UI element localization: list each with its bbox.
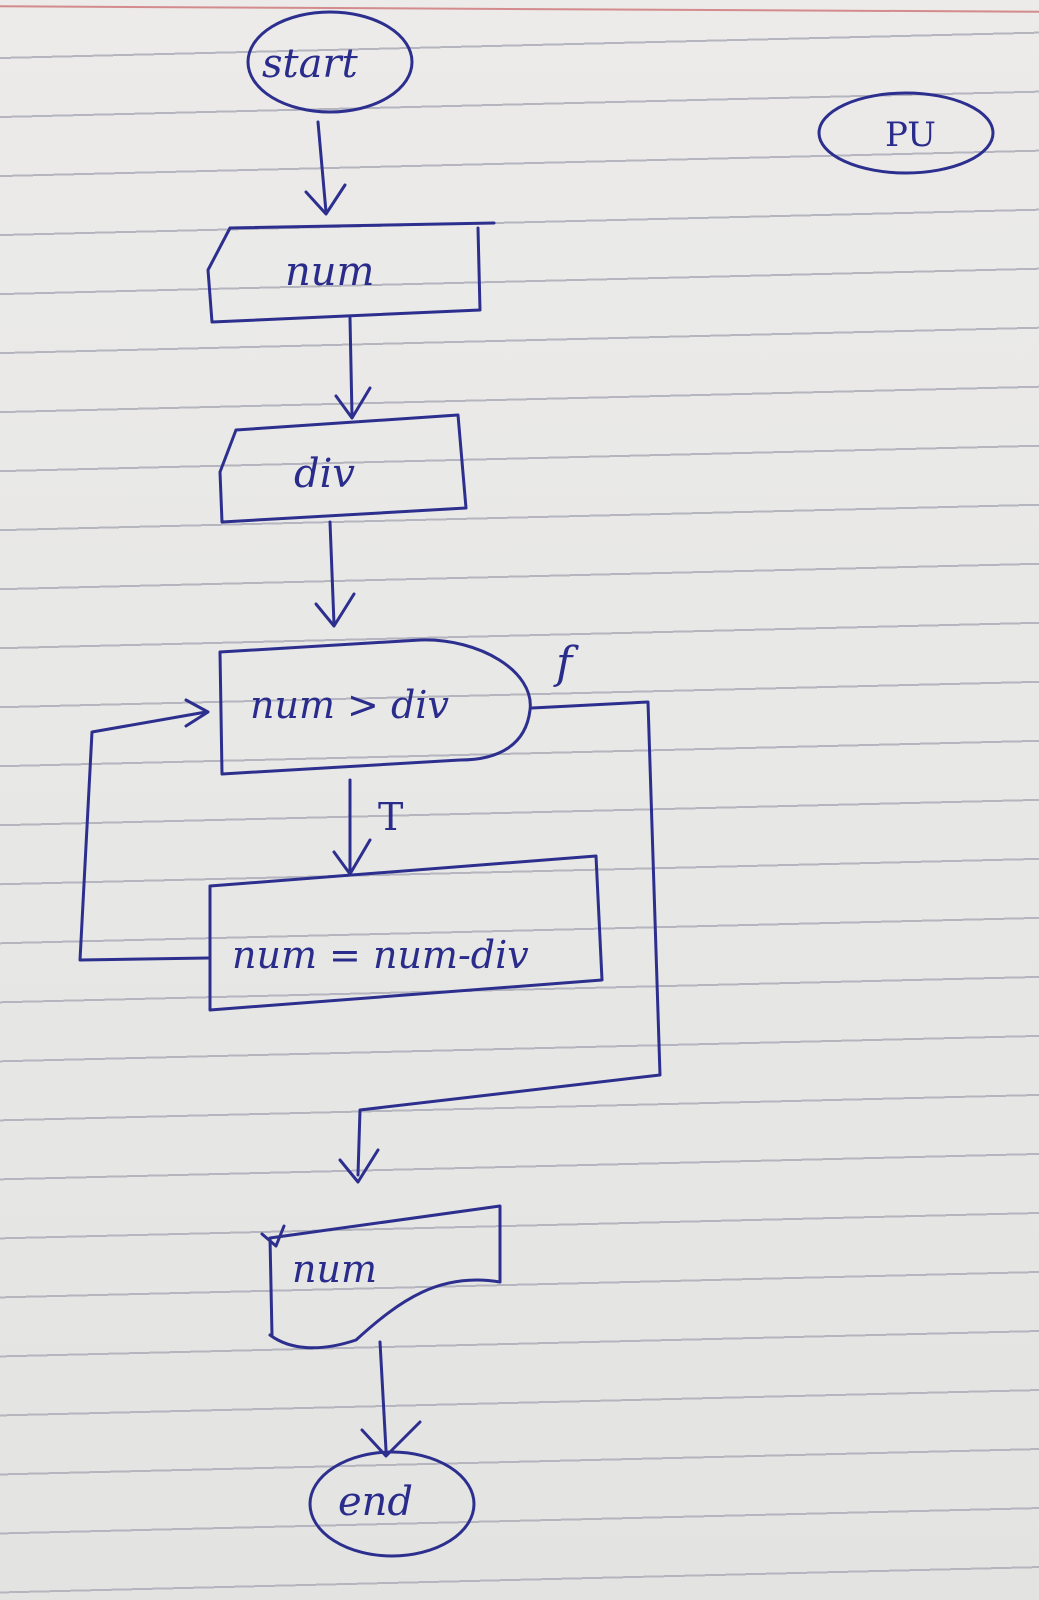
corner-label-ellipse bbox=[817, 91, 995, 175]
arrow-div-to-decision bbox=[314, 520, 356, 628]
false-label: f bbox=[556, 638, 573, 689]
true-label: T bbox=[378, 795, 404, 839]
input-num-shape bbox=[206, 221, 496, 324]
corner-label: PU bbox=[885, 115, 936, 155]
end-label: end bbox=[338, 1479, 414, 1525]
end-terminal bbox=[308, 1450, 476, 1558]
decision-label: num > div bbox=[250, 683, 449, 727]
false-branch-line bbox=[356, 700, 662, 1177]
input-div-label: div bbox=[294, 451, 355, 497]
output-tick bbox=[260, 1224, 286, 1248]
input-div-shape bbox=[218, 413, 468, 524]
arrow-num-to-div bbox=[334, 316, 372, 420]
arrow-output-to-end bbox=[360, 1340, 422, 1458]
output-label: num bbox=[292, 1247, 377, 1291]
loop-back-line bbox=[78, 710, 210, 962]
false-branch-arrowhead bbox=[338, 1148, 380, 1184]
start-terminal bbox=[246, 10, 414, 114]
arrow-start-to-num bbox=[304, 120, 347, 216]
decision-shape bbox=[218, 638, 532, 776]
loop-back-arrowhead bbox=[184, 698, 210, 728]
start-label: start bbox=[262, 41, 358, 87]
output-shape bbox=[268, 1204, 502, 1350]
input-num-label: num bbox=[285, 249, 375, 295]
arrow-true-to-process bbox=[332, 778, 372, 876]
process-shape bbox=[208, 854, 604, 1012]
process-label: num = num-div bbox=[232, 933, 529, 977]
